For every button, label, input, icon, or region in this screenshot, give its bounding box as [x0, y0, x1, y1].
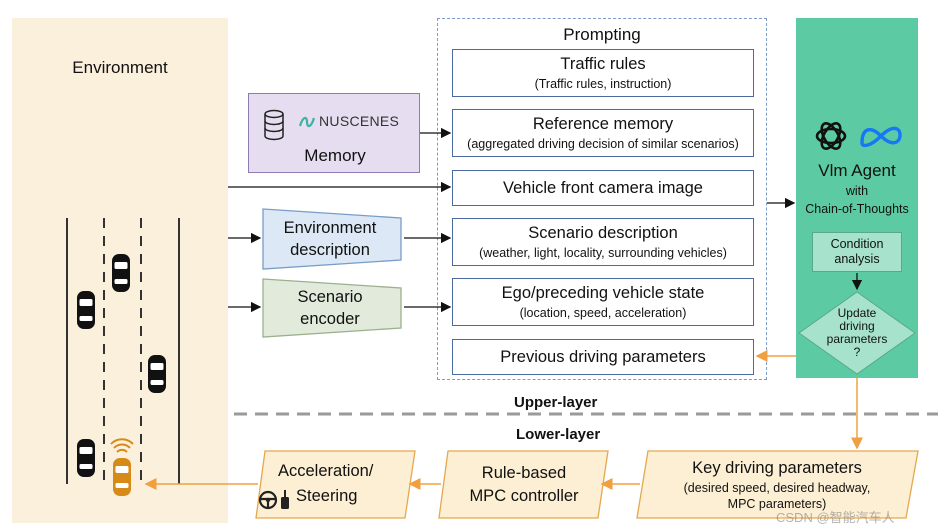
scenario-encoder-line2: encoder [300, 310, 360, 328]
lower-layer-label: Lower-layer [516, 426, 601, 443]
vlm-cot: Chain-of-Thoughts [805, 202, 909, 216]
car-icon [77, 291, 95, 329]
traffic-rules-title: Traffic rules [560, 55, 646, 73]
reference-memory-box: Reference memory (aggregated driving dec… [452, 109, 754, 157]
car-icon [148, 355, 166, 393]
vlm-title: Vlm Agent [818, 161, 896, 180]
env-description-line2: description [290, 241, 370, 259]
ego-car-icon [113, 458, 131, 496]
key-params-shape [636, 450, 919, 519]
mpc-line2: MPC controller [469, 487, 579, 505]
condition-line1: Condition [830, 237, 884, 251]
openai-logo-icon [815, 122, 847, 150]
scenario-encoder-shape [262, 278, 402, 338]
scenario-encoder-label: Scenario encoder [262, 283, 398, 333]
vehicle-state-subtitle: (location, speed, acceleration) [519, 306, 687, 320]
prompting-title: Prompting [563, 25, 641, 44]
watermark: CSDN @智能汽车人 [776, 510, 895, 525]
mpc-line1: Rule-based [481, 464, 567, 482]
accel-line2: Steering [296, 487, 358, 505]
camera-image-box: Vehicle front camera image [452, 170, 754, 206]
decision-line4: ? [853, 345, 861, 359]
previous-params-box: Previous driving parameters [452, 339, 754, 375]
scenario-description-title: Scenario description [528, 224, 678, 242]
condition-line2: analysis [834, 252, 880, 266]
prompting-container [437, 18, 767, 380]
mpc-label: Rule-based MPC controller [442, 452, 606, 518]
decision-line2: driving [839, 319, 875, 333]
scenario-description-subtitle: (weather, light, locality, surrounding v… [479, 246, 727, 260]
traffic-rules-subtitle: (Traffic rules, instruction) [534, 77, 672, 91]
update-decision-diamond [798, 291, 916, 375]
mpc-shape [438, 450, 609, 519]
steering-wheel-icon [258, 490, 278, 510]
meta-logo-icon [860, 126, 902, 148]
decision-line3: parameters [826, 332, 888, 346]
key-params-label: Key driving parameters (desired speed, d… [642, 452, 912, 518]
reference-memory-subtitle: (aggregated driving decision of similar … [467, 137, 739, 151]
scenario-description-box: Scenario description (weather, light, lo… [452, 218, 754, 266]
key-params-line1: (desired speed, desired headway, [683, 481, 871, 495]
scenario-encoder-line1: Scenario [297, 288, 363, 306]
vlm-with: with [845, 184, 869, 198]
vehicle-state-box: Ego/preceding vehicle state (location, s… [452, 278, 754, 326]
env-description-line1: Environment [283, 219, 377, 237]
condition-analysis-box: Condition analysis [812, 232, 902, 272]
memory-box: NUSCENES Memory [248, 93, 420, 173]
memory-label: Memory [304, 146, 366, 165]
reference-memory-title: Reference memory [532, 115, 674, 133]
vehicle-state-title: Ego/preceding vehicle state [501, 284, 705, 302]
accel-line1: Acceleration/ [278, 462, 374, 480]
gear-shift-icon [281, 490, 289, 509]
environment-title: Environment [72, 58, 168, 77]
traffic-rules-box: Traffic rules (Traffic rules, instructio… [452, 49, 754, 97]
env-description-label: Environment description [262, 213, 398, 265]
database-icon [264, 109, 284, 141]
nuscenes-logo-icon [298, 116, 316, 128]
upper-layer-label: Upper-layer [514, 394, 598, 411]
accel-steer-shape [255, 450, 416, 519]
car-icon [112, 254, 130, 292]
previous-params-title: Previous driving parameters [500, 347, 706, 366]
env-description-shape [262, 208, 402, 270]
decision-line1: Update [837, 306, 877, 320]
car-icon [77, 439, 95, 477]
key-params-line2: MPC parameters) [727, 497, 827, 511]
key-params-title: Key driving parameters [692, 459, 862, 477]
camera-image-title: Vehicle front camera image [503, 178, 703, 197]
signal-icon [110, 438, 134, 453]
update-decision-label: Update driving parameters ? [796, 302, 918, 364]
nuscenes-brand: NUSCENES [319, 113, 400, 129]
